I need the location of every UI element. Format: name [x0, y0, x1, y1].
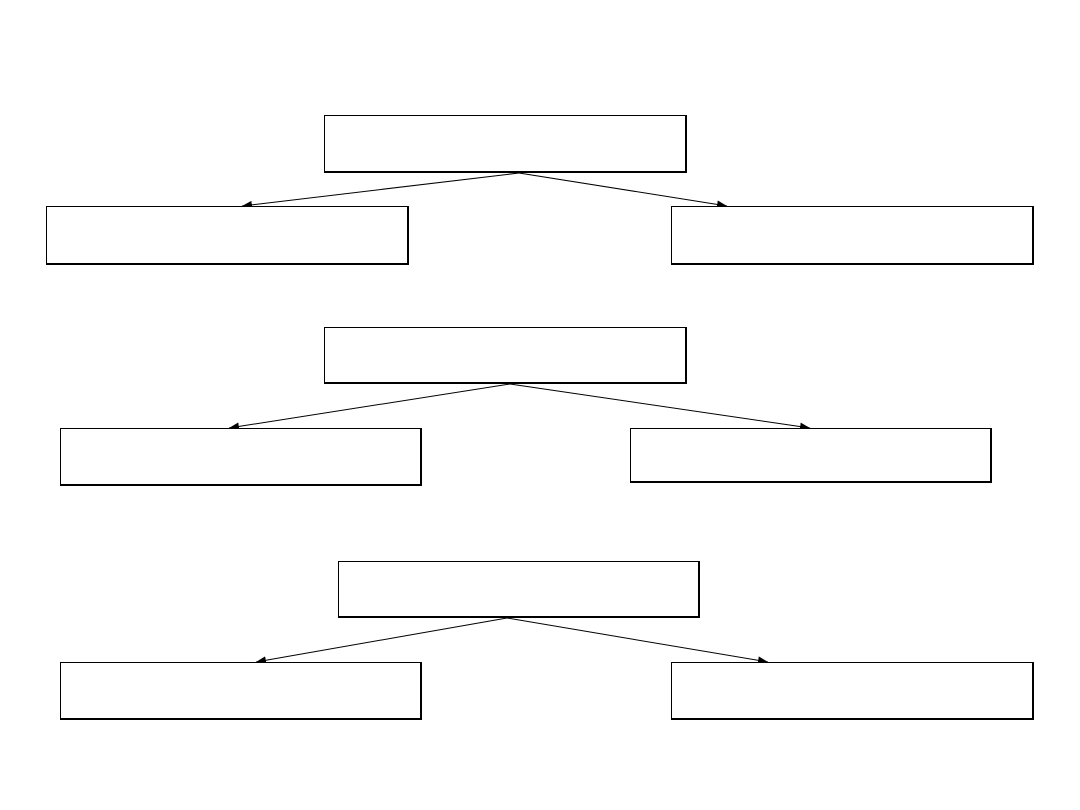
child-box-1-right — [671, 206, 1034, 265]
arrow-group-1-right — [518, 172, 728, 209]
arrow-group-3-left — [255, 617, 508, 665]
child-box-3-right — [671, 662, 1034, 720]
child-box-2-left — [60, 428, 422, 486]
parent-box-2 — [324, 327, 687, 384]
parent-box-3 — [338, 561, 700, 618]
arrow-group-1-left — [241, 172, 520, 209]
child-box-1-left — [46, 206, 409, 265]
child-box-2-right — [630, 428, 992, 483]
arrow-group-2-right — [509, 383, 811, 431]
child-box-3-left — [60, 662, 422, 720]
arrow-group-3-right — [506, 617, 769, 665]
arrow-group-2-left — [228, 383, 511, 431]
parent-box-1 — [324, 115, 687, 173]
